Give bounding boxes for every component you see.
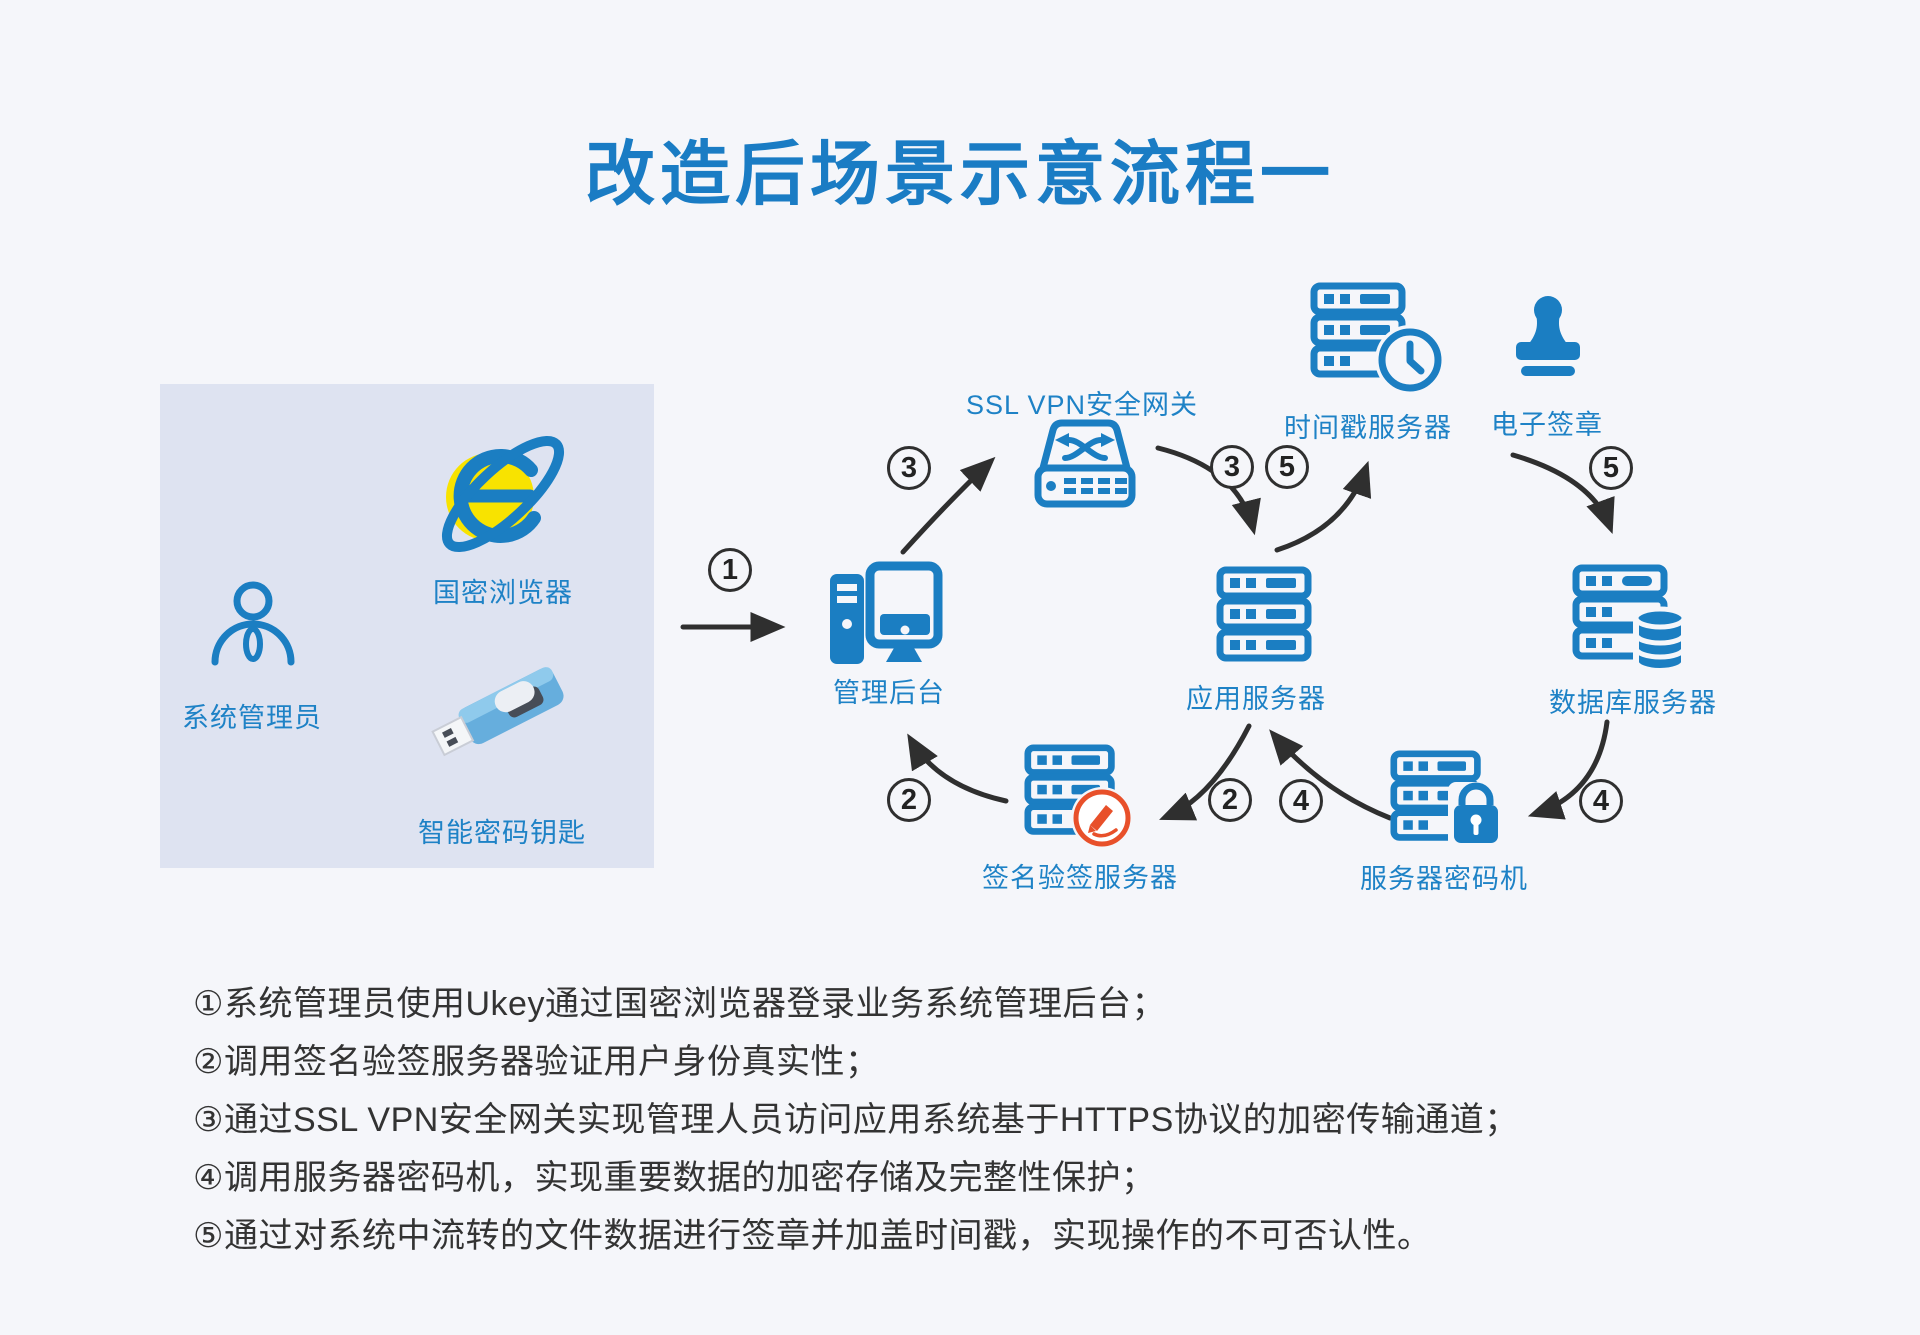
- step-badge-3-left: 3: [887, 446, 931, 490]
- vpn-gateway-icon: [1034, 419, 1136, 508]
- label-browser: 国密浏览器: [433, 578, 573, 608]
- db-server-icon: [1572, 564, 1687, 674]
- arrow-app-to-sign: [1159, 723, 1252, 821]
- label-tsa: 时间戳服务器: [1284, 413, 1452, 443]
- step-badge-2-left: 2: [887, 778, 931, 822]
- ukey-usb-icon: [431, 667, 564, 757]
- label-seal: 电子签章: [1491, 410, 1603, 440]
- step-badge-5-mid: 5: [1265, 445, 1309, 489]
- hsm-server-icon: [1390, 750, 1506, 848]
- label-sign: 签名验签服务器: [982, 863, 1178, 893]
- arrow-hsm-to-app: [1269, 729, 1393, 821]
- label-ukey: 智能密码钥匙: [418, 818, 586, 848]
- label-db: 数据库服务器: [1549, 688, 1717, 718]
- note-line-3: ③通过SSL VPN安全网关实现管理人员访问应用系统基于HTTPS协议的加密传输…: [193, 1101, 1519, 1139]
- label-mgmt: 管理后台: [833, 678, 945, 708]
- arrow-app-to-tsa: [1274, 460, 1372, 553]
- sign-verify-server-icon: [1024, 744, 1133, 849]
- note-line-4: ④调用服务器密码机，实现重要数据的加密存储及完整性保护；: [193, 1159, 1156, 1197]
- arrow-db-to-hsm: [1527, 719, 1610, 820]
- browser-globe-icon: [441, 435, 565, 553]
- app-server-icon: [1216, 566, 1312, 662]
- step-badge-1: 1: [708, 548, 752, 592]
- step-badge-4-mid: 4: [1279, 779, 1323, 823]
- page-title: 改造后场景示意流程一: [585, 135, 1335, 213]
- note-line-2: ②调用签名验签服务器验证用户身份真实性；: [193, 1043, 880, 1081]
- arrow-sign-to-mgmt: [907, 733, 1009, 804]
- step-badge-3-mid: 3: [1210, 445, 1254, 489]
- label-app: 应用服务器: [1186, 684, 1326, 714]
- timestamp-server-icon: [1310, 282, 1445, 395]
- mgmt-computer-icon: [830, 561, 943, 664]
- step-badge-2-mid: 2: [1208, 778, 1252, 822]
- label-vpn: SSL VPN安全网关: [965, 390, 1199, 420]
- label-admin: 系统管理员: [182, 703, 322, 733]
- label-hsm: 服务器密码机: [1360, 864, 1528, 894]
- step-notes: ①系统管理员使用Ukey通过国密浏览器登录业务系统管理后台； ②调用签名验签服务…: [193, 975, 1753, 1265]
- step-badge-5-right: 5: [1589, 446, 1633, 490]
- arrow-seal-to-db: [1510, 452, 1615, 535]
- admin-person-icon: [211, 581, 295, 666]
- step-badge-4-right: 4: [1579, 779, 1623, 823]
- note-line-5: ⑤通过对系统中流转的文件数据进行签章并加盖时间戳，实现操作的不可否认性。: [193, 1217, 1432, 1255]
- e-seal-stamp-icon: [1516, 296, 1580, 376]
- arrow-mgmt-to-vpn: [900, 456, 996, 555]
- note-line-1: ①系统管理员使用Ukey通过国密浏览器登录业务系统管理后台；: [193, 985, 1166, 1023]
